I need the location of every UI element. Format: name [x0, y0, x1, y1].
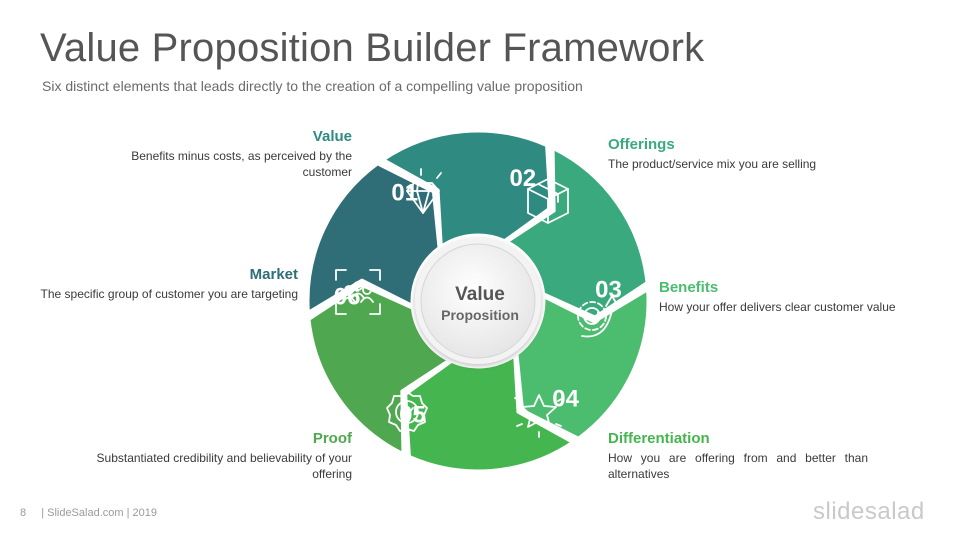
proof-block: Proof Substantiated credibility and beli… [92, 430, 352, 482]
value-heading: Value [312, 128, 352, 145]
target-group-icon [335, 269, 381, 315]
segment-number-04: 04 [552, 385, 579, 412]
page-number: 8 [20, 507, 27, 519]
benefits-heading: Benefits [659, 279, 719, 296]
offerings-description: The product/service mix you are selling [608, 157, 817, 171]
diamond-icon [404, 168, 442, 214]
market-heading: Market [249, 266, 298, 283]
brand-logo: slidesalad [813, 498, 925, 525]
segment-03 [505, 146, 649, 319]
segment-02 [381, 129, 552, 248]
star-icon [514, 394, 564, 438]
benefits-description: How your offer delivers clear customer v… [659, 300, 896, 314]
proof-heading: Proof [312, 430, 352, 447]
page-title: Value Proposition Builder Framework [40, 26, 705, 70]
market-description: The specific group of customer you are t… [40, 287, 298, 301]
badge-check-icon [386, 391, 428, 432]
footer: 8 | SlideSalad.com | 2019 [20, 507, 157, 519]
center-subtitle: Proposition [441, 307, 519, 323]
segment-05 [404, 354, 575, 473]
offerings-heading: Offerings [608, 136, 675, 153]
proof-description: Substantiated credibility and believabil… [96, 451, 352, 481]
segment-number-05: 05 [399, 401, 426, 428]
growth-gear-icon [577, 295, 619, 338]
segment-number-03: 03 [595, 277, 622, 304]
value-block: Value Benefits minus costs, as perceived… [92, 128, 352, 180]
market-block: Market The specific group of customer yo… [38, 266, 298, 302]
value-description: Benefits minus costs, as perceived by th… [131, 149, 352, 179]
segment-04 [515, 288, 650, 440]
center-circle [420, 243, 536, 359]
differentiation-heading: Differentiation [608, 430, 710, 447]
center-title: Value [455, 284, 505, 305]
differentiation-description: How you are offering from and better tha… [608, 451, 868, 481]
segment-number-06: 06 [334, 283, 361, 310]
box-icon [527, 178, 569, 224]
segment-01 [306, 162, 441, 314]
page-subtitle: Six distinct elements that leads directl… [42, 78, 583, 94]
benefits-block: Benefits How your offer delivers clear c… [659, 279, 899, 315]
offerings-block: Offerings The product/service mix you ar… [608, 136, 868, 172]
segment-06 [307, 283, 451, 456]
differentiation-block: Differentiation How you are offering fro… [608, 430, 868, 482]
footer-credit: | SlideSalad.com | 2019 [41, 507, 157, 519]
